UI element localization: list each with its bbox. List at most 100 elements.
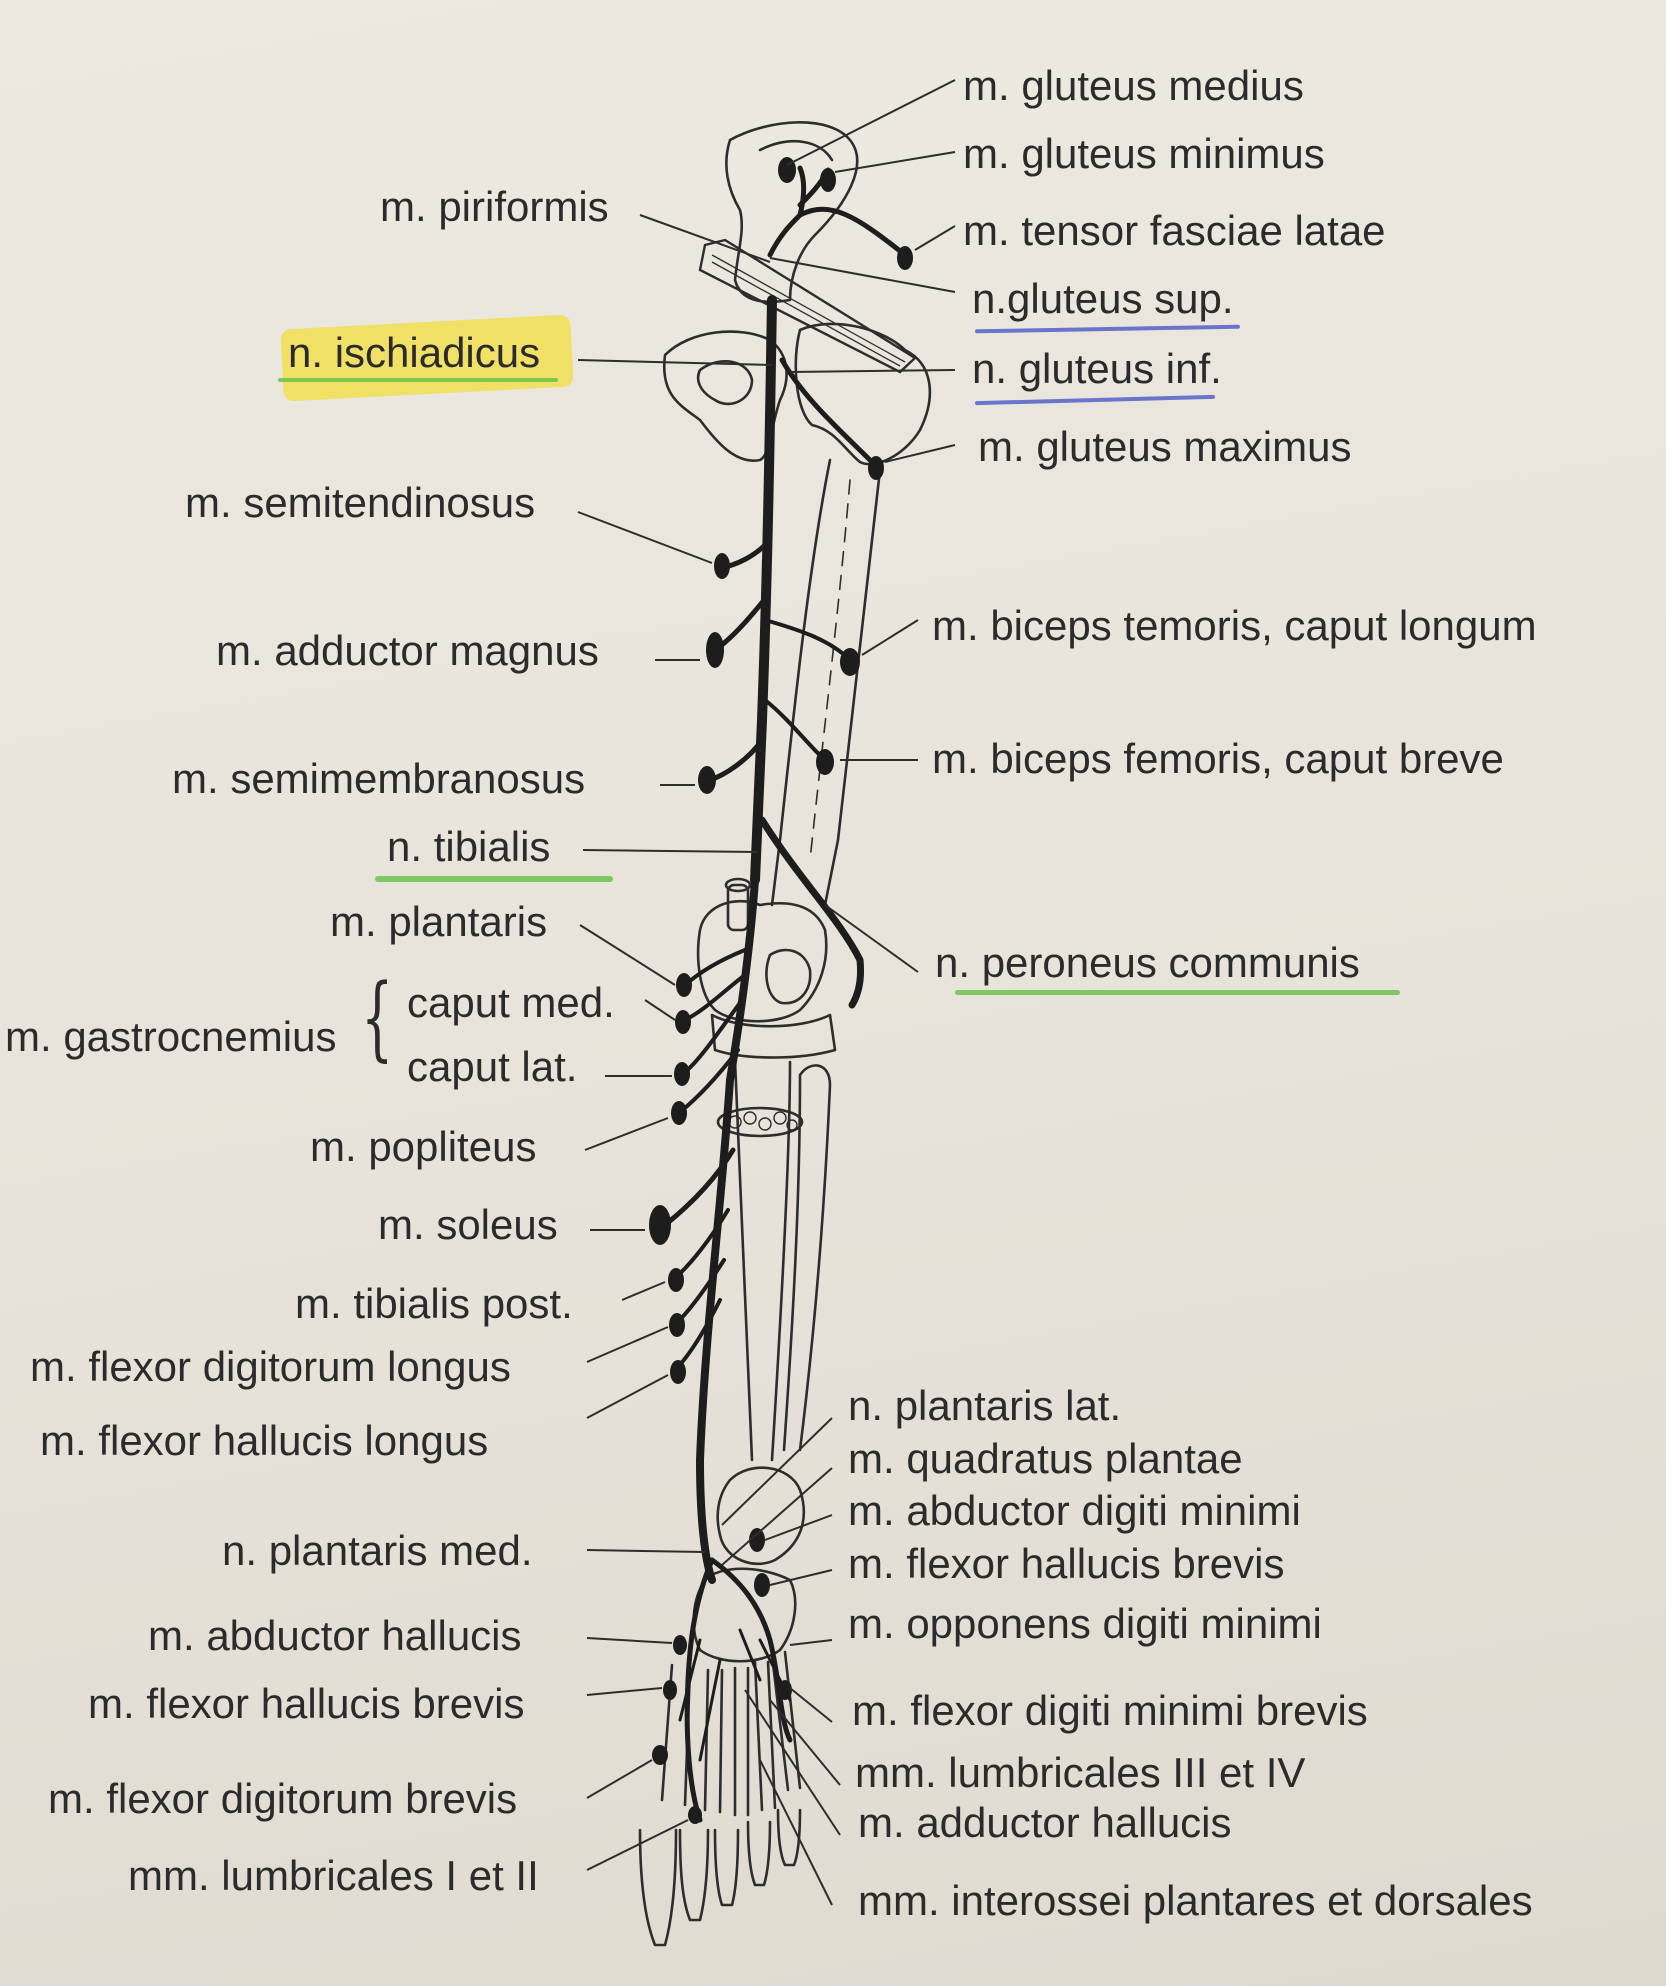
label-interossei: mm. interossei plantares et dorsales (858, 1877, 1533, 1924)
endpoint-tibialis-post (668, 1268, 684, 1292)
branch-biceps-longum (763, 618, 852, 662)
leader-biceps-longum (861, 619, 919, 656)
label-lumbricales-iii-iv: mm. lumbricales III et IV (855, 1749, 1306, 1796)
label-quadratus-plantae: m. quadratus plantae (848, 1435, 1243, 1482)
endpoint-flexor-digitorum-brevis (652, 1745, 668, 1765)
label-flexor-hallucis-brevis-right: m. flexor hallucis brevis (848, 1540, 1285, 1587)
toe (776, 1808, 802, 1867)
ilium-inner (758, 139, 834, 162)
tibia-section-cell (786, 1119, 798, 1131)
label-n-gluteus-inf: n. gluteus inf. (972, 345, 1222, 392)
tibia-section-cell (758, 1117, 772, 1131)
leader-caput-med (644, 999, 676, 1021)
endpoint-gastrocnemius-med (675, 1010, 691, 1034)
leader-n-plantaris-med (586, 1549, 706, 1553)
label-abductor-hallucis: m. abductor hallucis (148, 1612, 522, 1659)
label-semitendinosus: m. semitendinosus (185, 479, 536, 526)
label-flexor-digitorum-brevis: m. flexor digitorum brevis (48, 1775, 518, 1822)
endpoint-tensor-fasciae-latae (897, 246, 913, 270)
n-gluteus-sup-branch (797, 206, 908, 258)
endpoint-popliteus (671, 1101, 687, 1125)
endpoint-flexor-hallucis-brevis-r (754, 1573, 770, 1597)
leader-n-tibialis (582, 849, 759, 853)
label-abductor-digiti-minimi: m. abductor digiti minimi (848, 1487, 1301, 1534)
leader-interossei (759, 1759, 833, 1906)
label-popliteus: m. popliteus (310, 1123, 537, 1170)
branch-gastrocnemius-lat (683, 998, 744, 1074)
leader-flexor-hallucis-brevis-r (769, 1569, 833, 1586)
endpoint-flexor-hallucis-brevis-l (663, 1680, 677, 1700)
metatarsal (753, 1660, 777, 1812)
endpoint-adductor-magnus (706, 632, 724, 668)
toe (746, 1820, 772, 1887)
patella (765, 948, 812, 1005)
femur-shaft (770, 458, 882, 907)
brace-gastrocnemius: { (361, 964, 394, 1071)
leader-gluteus-maximus (884, 444, 956, 463)
endpoint-plantaris (676, 973, 692, 997)
label-plantaris: m. plantaris (330, 898, 548, 945)
metatarsal (703, 1668, 724, 1814)
endpoint-opponens (778, 1680, 792, 1700)
leader-flexor-digitorum-longus (586, 1326, 669, 1363)
label-gluteus-maximus: m. gluteus maximus (978, 423, 1352, 470)
toe (678, 1828, 710, 1922)
leader-adductor-hallucis (744, 1689, 841, 1836)
leader-opponens-digiti-minimi (789, 1639, 833, 1646)
label-flexor-digitorum-longus: m. flexor digitorum longus (30, 1343, 511, 1390)
branch-flexor-hallucis-longus (673, 1298, 722, 1372)
endpoint-abductor-digiti-minimi (749, 1528, 765, 1552)
leader-gluteus-medius (786, 79, 956, 166)
leader-flexor-hallucis-brevis-l (586, 1687, 663, 1696)
femur-head (794, 322, 932, 466)
tibial-plateau (710, 1013, 837, 1059)
branch-gastrocnemius-med (683, 973, 747, 1022)
label-caput-med: caput med. (407, 979, 615, 1026)
leader-gluteus-minimus (834, 151, 956, 173)
label-n-ischiadicus: n. ischiadicus (288, 329, 541, 376)
endpoint-flexor-hallucis-longus (670, 1360, 686, 1384)
label-flexor-digiti-minimi-brevis: m. flexor digiti minimi brevis (852, 1687, 1368, 1734)
n-tibialis-trunk (696, 876, 759, 1584)
label-lumbricales-i-ii: mm. lumbricales I et II (128, 1852, 539, 1899)
endpoint-gluteus-maximus (868, 456, 884, 480)
tibia-section (716, 1106, 804, 1138)
endpoint-semitendinosus (714, 553, 730, 579)
piriformis-striation (711, 261, 901, 367)
label-gluteus-minimus: m. gluteus minimus (963, 130, 1325, 177)
fibula-outline (782, 1064, 832, 1452)
femur-shaft-inner (809, 479, 851, 861)
label-flexor-hallucis-longus: m. flexor hallucis longus (40, 1417, 489, 1464)
endpoint-gluteus-minimus (820, 168, 836, 192)
toe (638, 1828, 678, 1947)
leader-plantaris (579, 924, 676, 986)
plantar-digital-branch (698, 1658, 722, 1762)
endpoint-lumbricales-i-ii (688, 1806, 702, 1824)
green-underline-n-tibialis (375, 876, 613, 882)
leader-flexor-hallucis-longus (586, 1374, 669, 1419)
leader-flexor-digitorum-brevis (586, 1759, 653, 1799)
tibia-section-cell (773, 1111, 787, 1125)
endpoint-biceps-breve (816, 749, 834, 775)
label-tensor-fasciae-latae: m. tensor fasciae latae (963, 207, 1386, 254)
leader-tibialis-post (621, 1281, 666, 1301)
label-caput-lat: caput lat. (407, 1043, 578, 1090)
leader-lumbricales-iii-iv (769, 1699, 841, 1786)
popliteal-vessel (726, 883, 750, 932)
leader-n-gluteus-inf (789, 369, 956, 373)
obturator-foramen (696, 360, 754, 406)
leader-flexor-digiti-minimi-brevis (789, 1687, 833, 1723)
leader-n-gluteus-sup (769, 257, 956, 293)
label-flexor-hallucis-brevis-left: m. flexor hallucis brevis (88, 1680, 525, 1727)
label-biceps-caput-breve: m. biceps femoris, caput breve (932, 735, 1504, 782)
leader-quadratus-plantae (721, 1467, 833, 1566)
label-gastrocnemius: m. gastrocnemius (5, 1013, 337, 1060)
endpoint-abductor-hallucis (673, 1635, 687, 1655)
label-n-tibialis: n. tibialis (387, 823, 551, 870)
leader-lumbricales-i-ii (586, 1819, 689, 1871)
n-peroneus-communis-path (758, 816, 864, 1009)
label-adductor-magnus: m. adductor magnus (216, 627, 599, 674)
endpoint-biceps-longum (840, 648, 860, 676)
